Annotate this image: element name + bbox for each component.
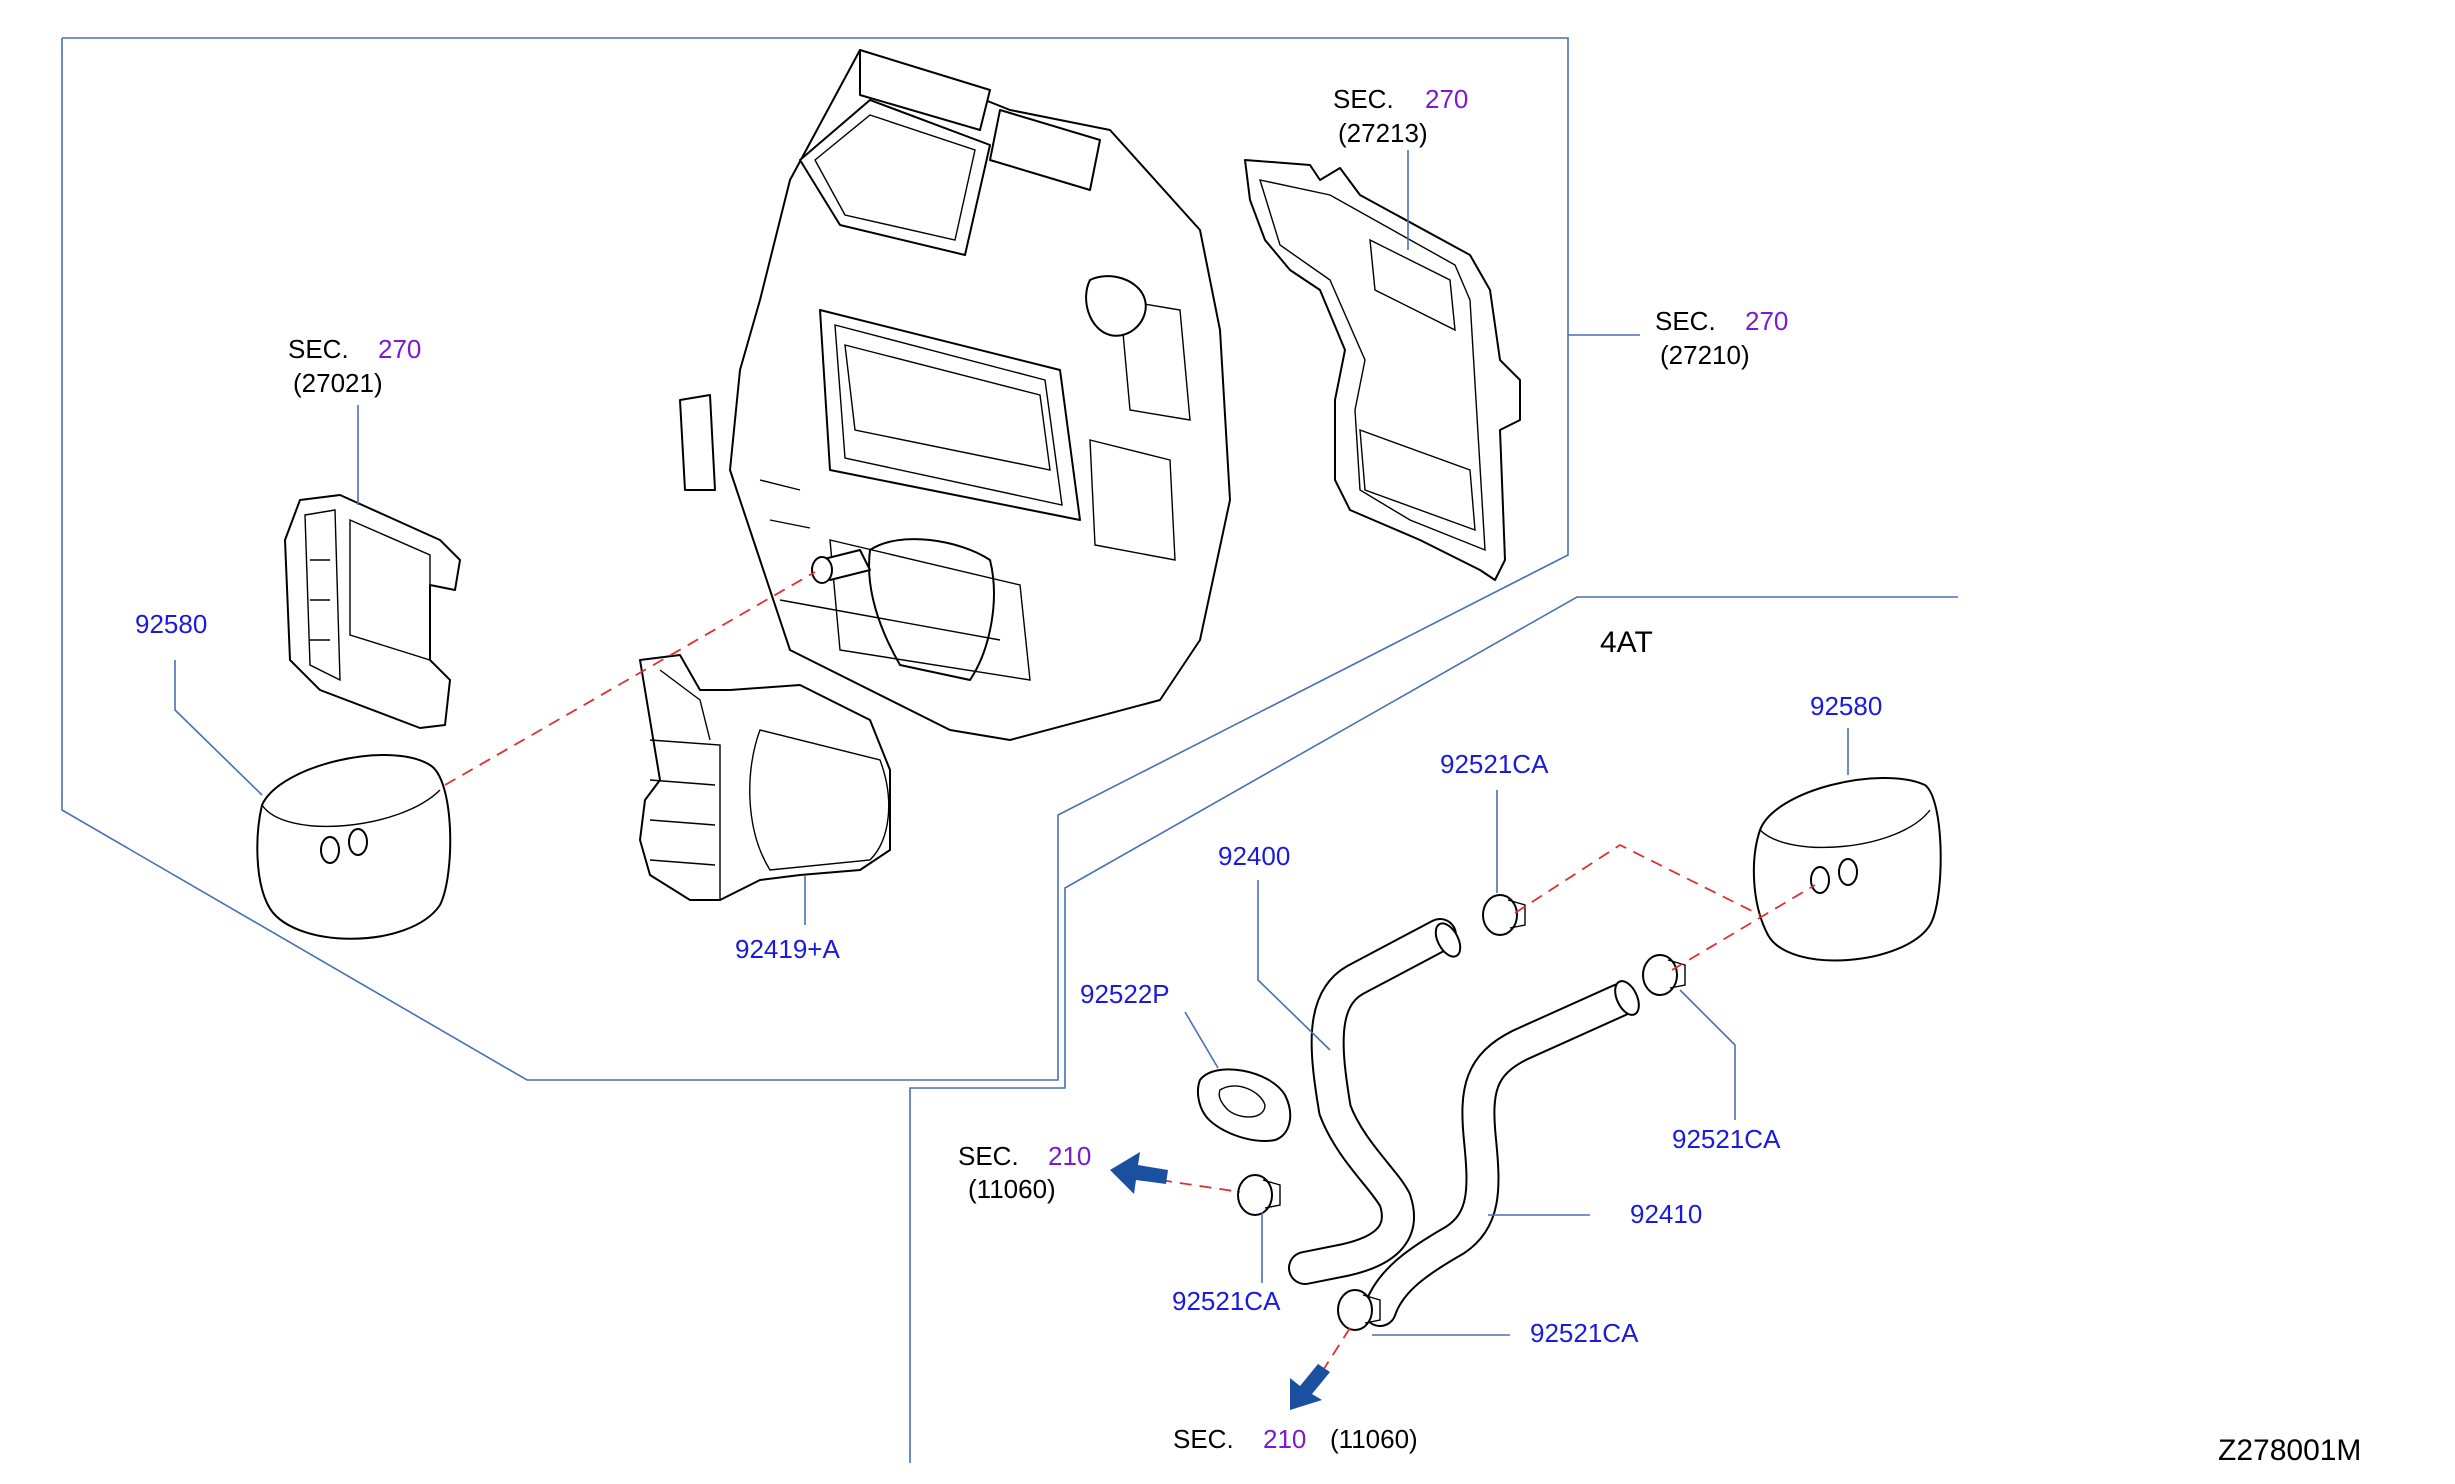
sec-number-210-left: 210 bbox=[1048, 1141, 1091, 1171]
4at-frame bbox=[909, 596, 1958, 1463]
duct-27021 bbox=[284, 494, 461, 729]
part-number-92521ca-lower-right: 92521CA bbox=[1530, 1318, 1639, 1348]
leader-92522p bbox=[1184, 1011, 1219, 1069]
diagram-id: Z278001M bbox=[2218, 1434, 2361, 1467]
filter-92580-left bbox=[256, 754, 452, 940]
sec-label-top: SEC. bbox=[1333, 84, 1394, 114]
duct-27213 bbox=[1244, 159, 1521, 581]
part-number-92410: 92410 bbox=[1630, 1199, 1702, 1229]
sec-number-270-right: 270 bbox=[1745, 306, 1788, 336]
dashed-line-filter-left bbox=[444, 571, 816, 786]
leader-92580-left bbox=[174, 660, 263, 796]
hose-92400 bbox=[1288, 918, 1462, 1285]
clamp-92521ca-top bbox=[1482, 894, 1526, 936]
dashed-line-right-clamp bbox=[1671, 884, 1816, 971]
part-number-92580-left: 92580 bbox=[135, 609, 207, 639]
sec-label-210-bottom: SEC. bbox=[1173, 1424, 1234, 1454]
clamp-92521ca-right bbox=[1642, 954, 1686, 996]
variant-label: 4AT bbox=[1600, 626, 1653, 659]
sec-number-270-left: 270 bbox=[378, 334, 421, 364]
arrow-icon-sec210-bottom bbox=[1290, 1364, 1330, 1410]
sec-number-270-top: 270 bbox=[1425, 84, 1468, 114]
part-number-92400: 92400 bbox=[1218, 841, 1290, 871]
clamp-92521ca-lower-right bbox=[1337, 1289, 1381, 1331]
dashed-line-top-clamp bbox=[1514, 843, 1761, 916]
part-code-27213: (27213) bbox=[1338, 118, 1428, 148]
part-code-11060-left: (11060) bbox=[968, 1174, 1056, 1204]
sec-label-left: SEC. bbox=[288, 334, 349, 364]
part-number-92419a: 92419+A bbox=[735, 934, 840, 964]
dashed-line-sec210-left bbox=[1159, 1179, 1241, 1193]
clamp-92521ca-lower-left bbox=[1237, 1174, 1281, 1216]
main-frame bbox=[61, 37, 1569, 1081]
part-number-92522p: 92522P bbox=[1080, 979, 1170, 1009]
part-code-27021: (27021) bbox=[293, 368, 383, 398]
leader-92521ca-right bbox=[1679, 989, 1736, 1120]
part-code-11060-bottom: (11060) bbox=[1330, 1424, 1418, 1454]
leader-92400 bbox=[1257, 880, 1331, 1051]
part-number-92521ca-right: 92521CA bbox=[1672, 1124, 1781, 1154]
part-number-92580-right: 92580 bbox=[1810, 691, 1882, 721]
sec-label-210-left: SEC. bbox=[958, 1141, 1019, 1171]
blower-92419a bbox=[639, 654, 891, 901]
sec-label-right: SEC. bbox=[1655, 306, 1716, 336]
arrow-icon-sec210-left bbox=[1110, 1152, 1168, 1194]
grommet-92522p bbox=[1196, 1068, 1292, 1142]
part-code-27210: (27210) bbox=[1660, 340, 1750, 370]
hose-92410 bbox=[1363, 980, 1640, 1327]
part-number-92521ca-lower-left: 92521CA bbox=[1172, 1286, 1281, 1316]
sec-number-210-bottom: 210 bbox=[1263, 1424, 1306, 1454]
hvac-housing bbox=[679, 49, 1231, 741]
part-number-92521ca-top: 92521CA bbox=[1440, 749, 1549, 779]
filter-92580-right bbox=[1752, 777, 1942, 962]
